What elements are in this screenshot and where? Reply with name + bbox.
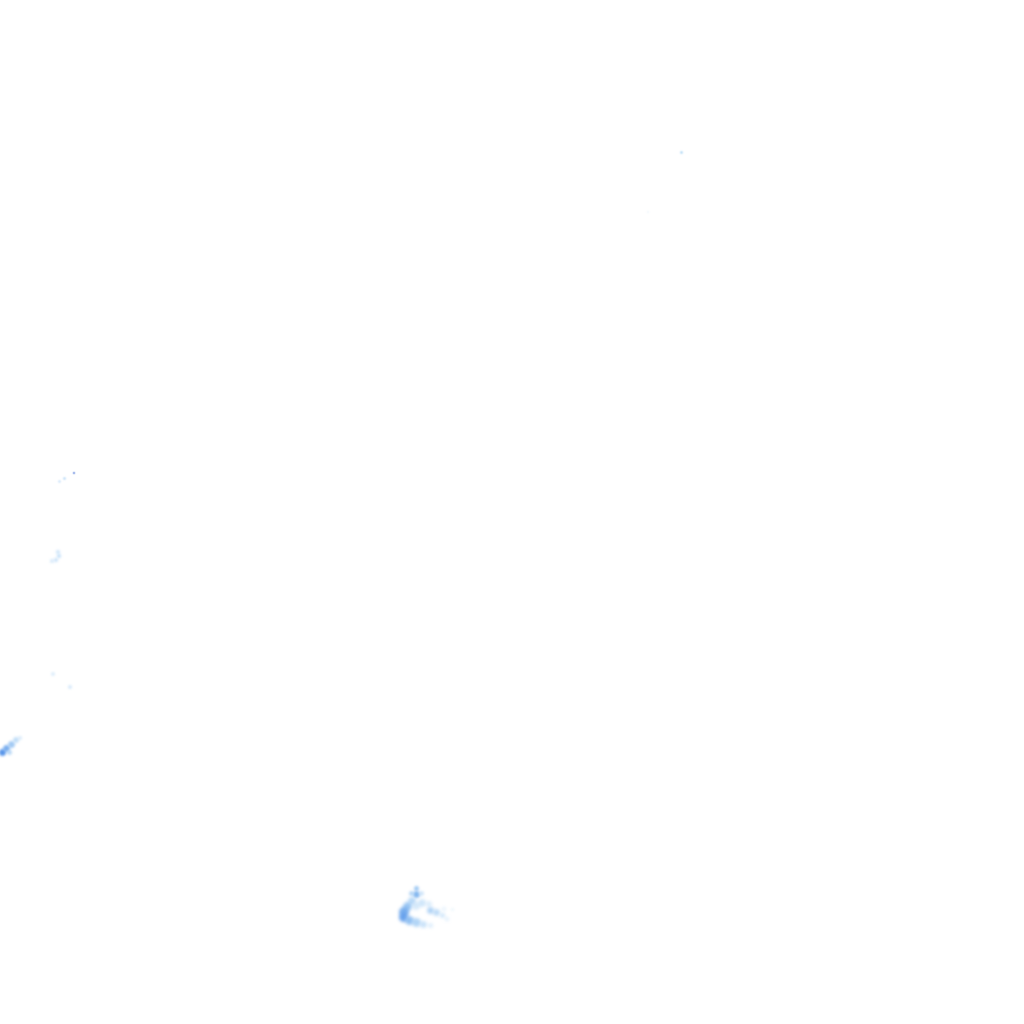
precipitation-cell	[412, 902, 420, 910]
precipitation-cell	[413, 885, 419, 891]
precipitation-cell	[6, 749, 12, 755]
precipitation-cell	[62, 476, 66, 480]
precipitation-cell	[432, 908, 440, 916]
precipitation-cell	[408, 890, 414, 896]
precipitation-cell	[50, 559, 54, 563]
precipitation-cell	[13, 737, 19, 743]
precipitation-cell	[411, 917, 421, 927]
precipitation-cell	[398, 912, 408, 922]
precipitation-cell	[646, 210, 650, 214]
precipitation-cell	[412, 890, 420, 898]
precipitation-cell	[679, 150, 683, 154]
precipitation-cell	[57, 479, 61, 483]
precipitation-cell	[7, 740, 15, 748]
precipitation-cell	[54, 558, 58, 562]
precipitation-cell	[57, 554, 61, 558]
precipitation-cell	[68, 685, 72, 689]
precipitation-cell	[445, 917, 449, 921]
precipitation-cell	[399, 907, 409, 917]
precipitation-cell	[427, 922, 433, 928]
precipitation-cell	[426, 901, 432, 907]
precipitation-cell	[72, 471, 76, 475]
precipitation-cell	[418, 899, 426, 907]
precipitation-cell	[418, 890, 424, 896]
precipitation-cell	[2, 744, 10, 752]
precipitation-cell	[18, 736, 22, 740]
precipitation-cell	[402, 901, 412, 911]
precipitation-cell	[0, 748, 6, 756]
precipitation-cell	[442, 907, 446, 911]
precipitation-cell	[51, 672, 55, 676]
precipitation-cell	[439, 912, 445, 918]
precipitation-cell	[450, 907, 454, 911]
precipitation-cell	[408, 897, 416, 905]
precipitation-cell	[419, 920, 427, 928]
precipitation-cell	[56, 550, 60, 554]
precipitation-cell	[426, 906, 434, 914]
precipitation-cell	[404, 915, 414, 925]
